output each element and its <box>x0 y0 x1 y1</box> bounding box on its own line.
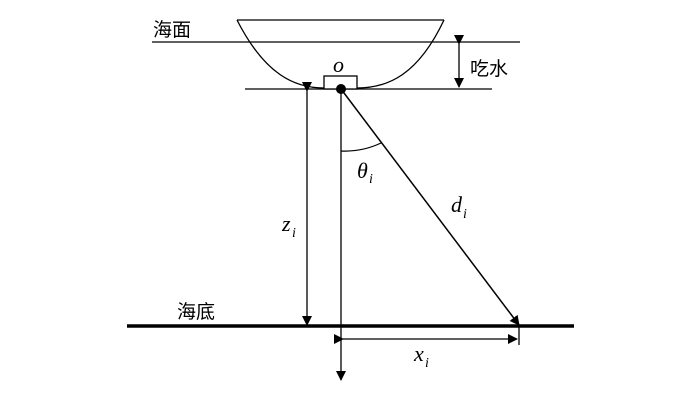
theta-subscript: i <box>369 172 373 187</box>
draft-label: 吃水 <box>470 58 508 80</box>
horizontal-distance-label: x <box>413 341 424 366</box>
depth-subscript: i <box>292 226 296 241</box>
seabed-label: 海底 <box>177 301 215 323</box>
slant-range-subscript: i <box>463 207 467 222</box>
depth-label: z <box>281 211 291 236</box>
hull-outline <box>236 19 445 89</box>
angle-arc <box>340 142 382 152</box>
slant-range-arrow <box>340 88 520 326</box>
horizontal-distance-subscript: i <box>425 356 429 371</box>
slant-range-label: d <box>451 192 463 217</box>
theta-label: θ <box>357 158 368 183</box>
sea-surface-label: 海面 <box>153 19 191 41</box>
origin-label: o <box>333 52 344 77</box>
